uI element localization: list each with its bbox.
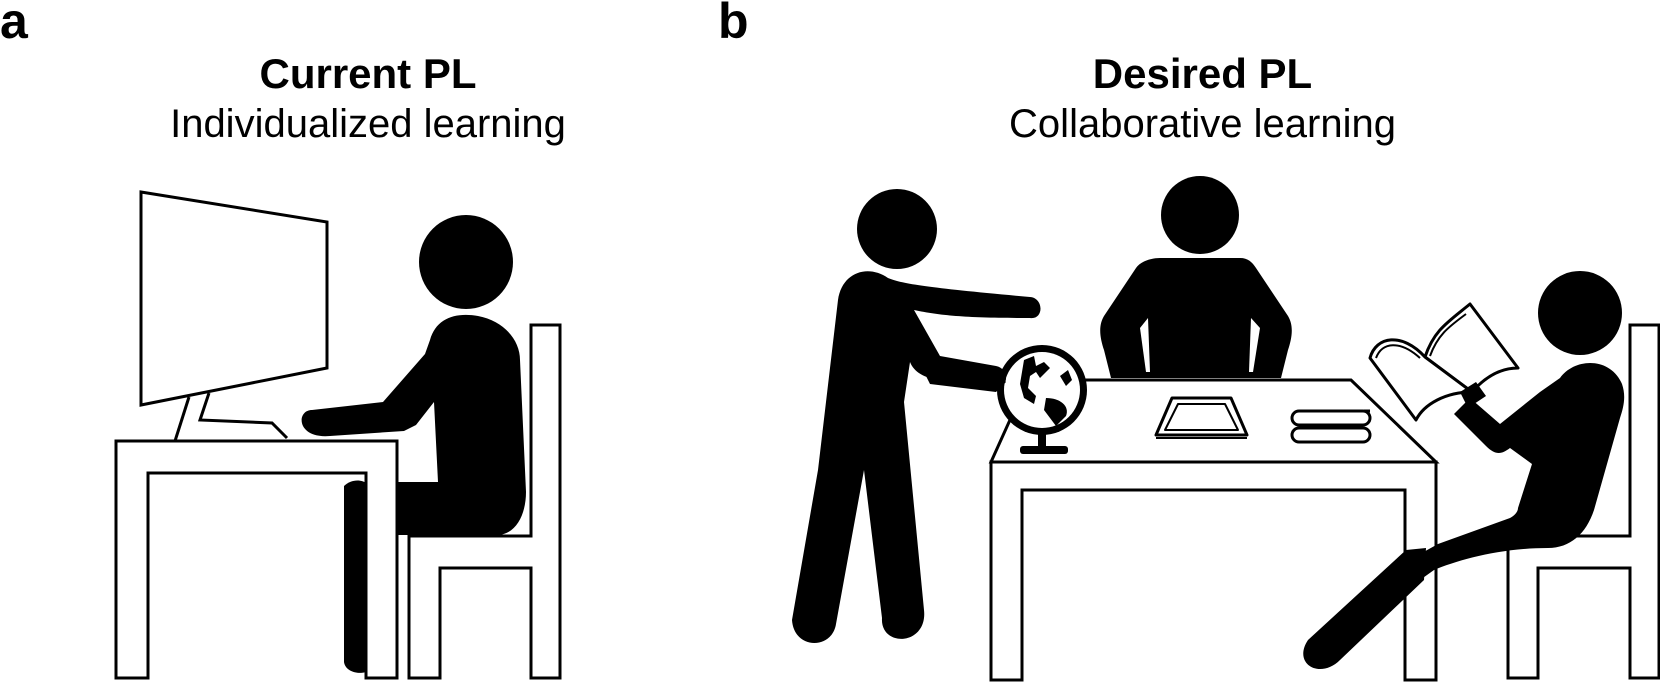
panel-b-title: Desired PL xyxy=(1092,50,1313,97)
panel-a-illustration xyxy=(114,190,562,680)
tablet-icon xyxy=(1154,396,1249,439)
open-book-icon xyxy=(1368,302,1520,422)
computer-monitor-icon xyxy=(139,190,329,442)
panel-b-illustration xyxy=(792,176,1660,682)
panel-a-title: Current PL xyxy=(259,50,477,97)
globe-icon xyxy=(997,345,1087,454)
panel-b-letter: b xyxy=(718,0,749,49)
chair-icon xyxy=(407,323,562,680)
desk-icon xyxy=(114,439,399,680)
books-icon xyxy=(1290,409,1372,444)
panel-b-subtitle: Collaborative learning xyxy=(1009,102,1396,146)
panel-a-letter: a xyxy=(0,0,28,49)
person-reading-icon xyxy=(1303,271,1625,670)
person-standing-icon xyxy=(792,189,1041,644)
person-center-icon xyxy=(1100,176,1292,378)
panel-a-subtitle: Individualized learning xyxy=(170,102,566,146)
